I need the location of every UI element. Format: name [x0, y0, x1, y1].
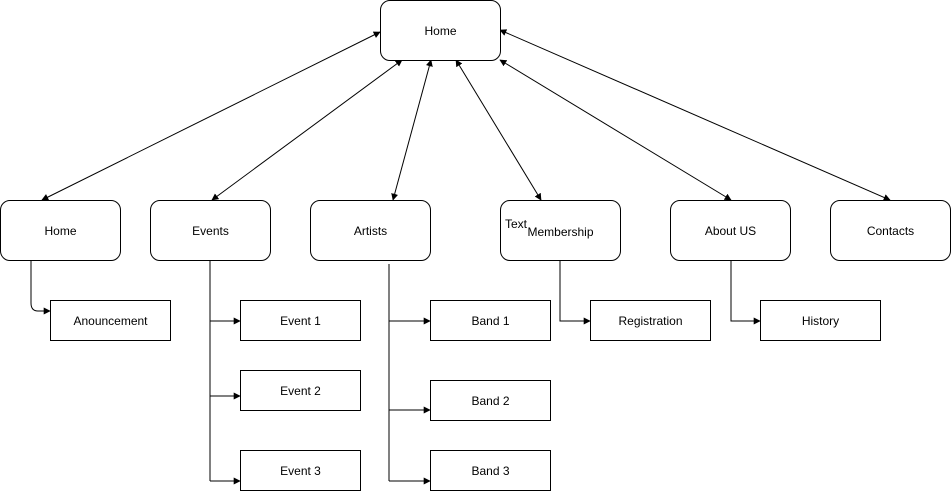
node-label: History [801, 313, 840, 328]
stray-text-label: Text [505, 217, 528, 231]
node-label: Artists [353, 223, 388, 238]
node-label: Membership [527, 224, 594, 239]
edge-root-events [211, 59, 403, 201]
node-section-artists[interactable]: Artists [310, 200, 431, 261]
edge-home-anouncement [30, 261, 51, 315]
node-label: Contacts [866, 223, 915, 238]
node-child-band-3[interactable]: Band 3 [430, 450, 551, 491]
node-label: Events [192, 223, 229, 238]
node-section-home[interactable]: Home [0, 200, 121, 261]
node-child-band-2[interactable]: Band 2 [430, 380, 551, 421]
node-child-band-1[interactable]: Band 1 [430, 300, 551, 341]
node-child-event-2[interactable]: Event 2 [240, 370, 361, 411]
edge-root-about [499, 59, 732, 201]
node-label: Event 2 [280, 383, 321, 398]
node-child-event-3[interactable]: Event 3 [240, 450, 361, 491]
node-label: Home [44, 223, 77, 238]
edge-root-contacts [499, 29, 891, 201]
node-section-membership[interactable]: Membership [500, 200, 621, 261]
node-label: Band 1 [471, 313, 510, 328]
node-label: Anouncement [73, 313, 148, 328]
node-child-anouncement[interactable]: Anouncement [50, 300, 171, 341]
node-label: Band 3 [471, 463, 510, 478]
node-section-about[interactable]: About US [670, 200, 791, 261]
edge-root-membership [455, 59, 542, 201]
edge-about-history [730, 261, 761, 325]
node-section-contacts[interactable]: Contacts [830, 200, 951, 261]
node-root-home[interactable]: Home [380, 0, 501, 61]
node-section-events[interactable]: Events [150, 200, 271, 261]
edge-root-home [41, 31, 381, 201]
node-child-registration[interactable]: Registration [590, 300, 711, 341]
node-label: About US [704, 223, 757, 238]
edge-root-artists [391, 59, 433, 201]
node-label: Event 3 [280, 463, 321, 478]
edge-membership-registration [559, 261, 591, 325]
node-label: Home [424, 23, 457, 38]
node-label: Event 1 [280, 313, 321, 328]
node-child-event-1[interactable]: Event 1 [240, 300, 361, 341]
node-child-history[interactable]: History [760, 300, 881, 341]
node-label: Band 2 [471, 393, 510, 408]
node-label: Registration [618, 313, 683, 328]
